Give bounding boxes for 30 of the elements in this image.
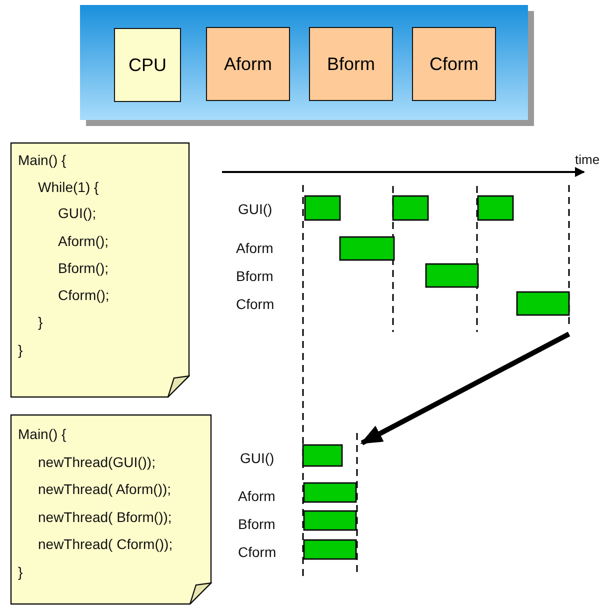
code-line: Main() { [18, 426, 66, 442]
row-label: Cform [238, 544, 276, 560]
code-line: While(1) { [38, 179, 99, 195]
code-line: Cform(); [58, 287, 110, 303]
note-card [10, 142, 190, 398]
code-line: newThread(GUI()); [38, 454, 156, 470]
code-line: } [38, 314, 43, 330]
code-line: GUI(); [58, 205, 96, 221]
code-line: Main() { [18, 152, 66, 168]
code-line: Aform(); [58, 233, 109, 249]
code-line: } [18, 342, 23, 358]
code-line: } [18, 564, 23, 580]
block-box: Bform [309, 27, 393, 101]
panel [80, 5, 528, 120]
row-label: Bform [238, 516, 276, 532]
row-label: Aform [236, 240, 274, 256]
note-card [10, 414, 212, 605]
row-label: Aform [238, 488, 276, 504]
code-line: newThread( Aform()); [38, 481, 172, 497]
block-box: CPU [114, 28, 181, 102]
block-box: Cform [412, 27, 496, 101]
block-box: Aform [206, 27, 290, 101]
code-line: newThread( Bform()); [38, 509, 172, 525]
code-line: newThread( Cform()); [38, 536, 173, 552]
row-label: GUI() [238, 201, 272, 217]
axis-label: time [575, 152, 600, 168]
code-line: Bform(); [58, 260, 109, 276]
row-label: Bform [236, 268, 274, 284]
row-label: Cform [236, 296, 274, 312]
row-label: GUI() [240, 450, 274, 466]
